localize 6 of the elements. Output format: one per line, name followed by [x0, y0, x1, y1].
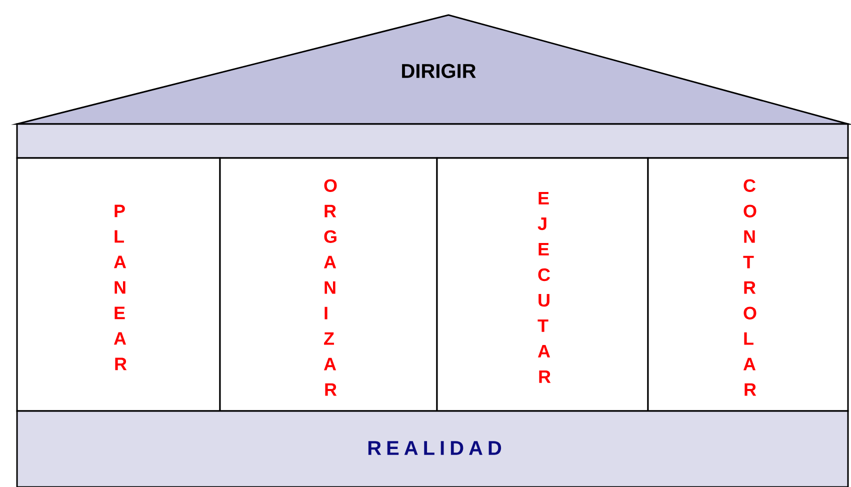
pillar-box: EJECUTAR [436, 157, 649, 412]
pillar-box: CONTROLAR [647, 157, 849, 412]
band-bar [16, 123, 849, 159]
pillar-box: PLANEAR [16, 157, 221, 412]
pillar-box: ORGANIZAR [219, 157, 438, 412]
base-box: R E A L I D A D [16, 410, 849, 487]
